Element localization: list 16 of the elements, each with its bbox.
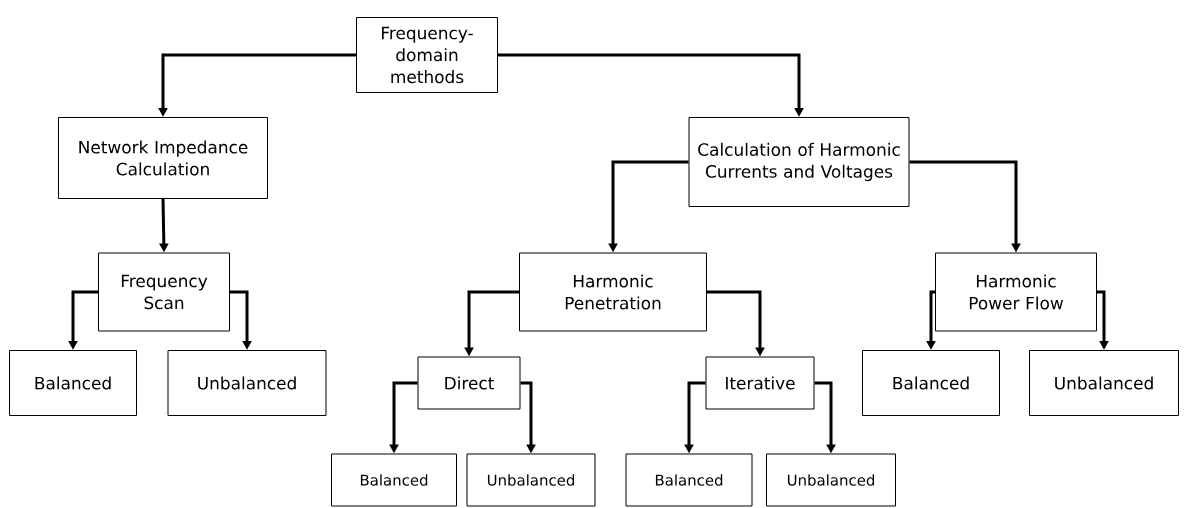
process-box: Balanced (9, 350, 137, 416)
process-box: Frequency Scan (98, 252, 230, 332)
process-box: Unbalanced (1029, 350, 1179, 416)
process-box: Harmonic Penetration (519, 252, 707, 332)
process-box: Calculation of Harmonic Currents and Voltages (688, 117, 910, 207)
process-box: Harmonic Power Flow (935, 252, 1097, 332)
process-box: Direct (417, 356, 521, 410)
process-box: Balanced (862, 350, 1000, 416)
process-box: Frequency-domain methods (356, 17, 498, 93)
process-box: Unbalanced (766, 453, 896, 507)
process-box: Iterative (705, 356, 815, 410)
process-box: Balanced (625, 453, 753, 507)
process-box: Network Impedance Calculation (58, 117, 268, 199)
process-box: Unbalanced (167, 350, 327, 416)
process-box: Balanced (331, 453, 457, 507)
process-box: Unbalanced (466, 453, 596, 507)
